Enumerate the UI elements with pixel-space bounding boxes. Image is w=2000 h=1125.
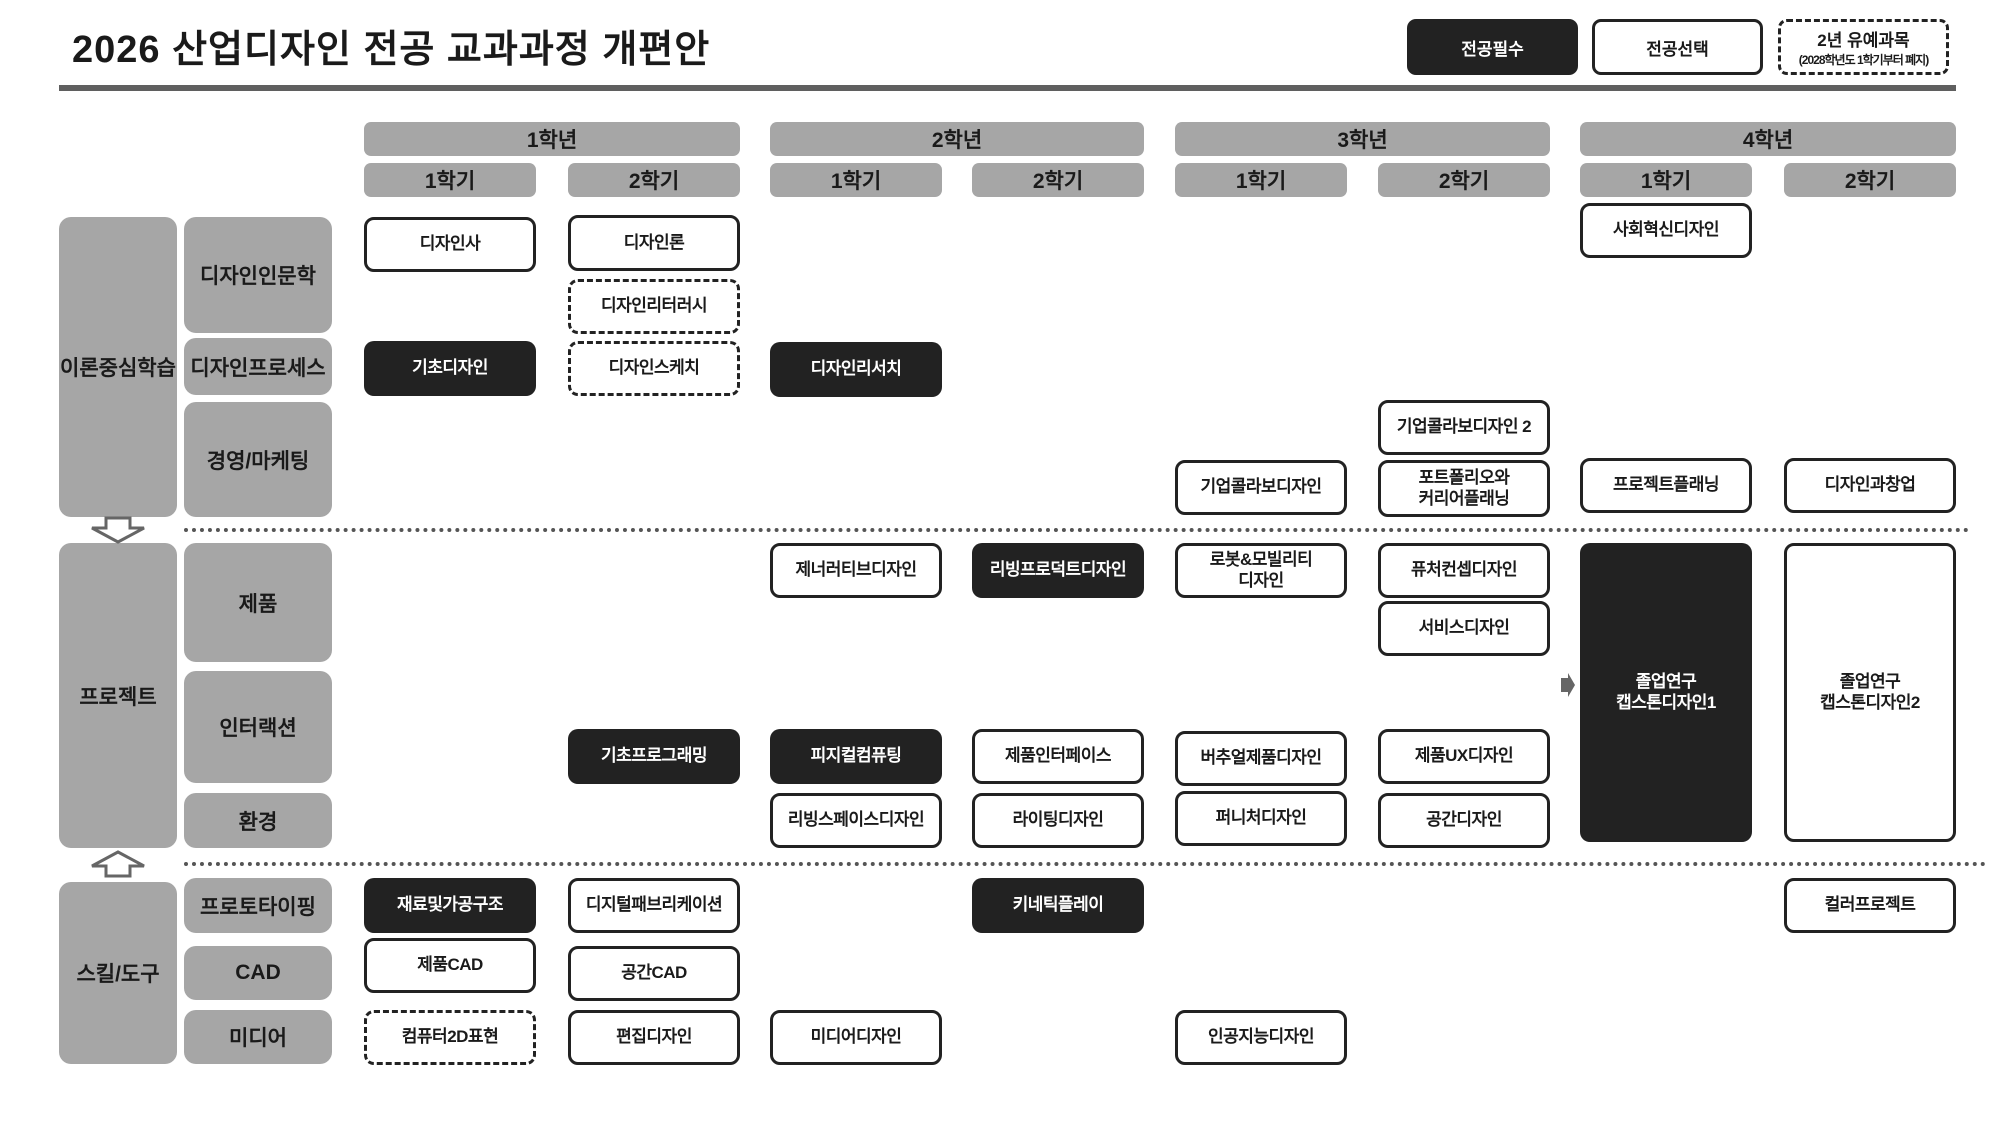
course-box[interactable]: 제너러티브디자인 — [770, 543, 942, 598]
course-box[interactable]: 라이팅디자인 — [972, 793, 1144, 848]
subcategory-design-process: 디자인프로세스 — [184, 338, 332, 395]
course-box[interactable]: 리빙스페이스디자인 — [770, 793, 942, 848]
legend-elective: 전공선택 — [1592, 19, 1763, 75]
category-theory: 이론중심학습 — [59, 217, 177, 517]
category-project: 프로젝트 — [59, 543, 177, 848]
semester-header: 2학기 — [568, 163, 740, 197]
course-box[interactable]: 기업콜라보디자인 2 — [1378, 400, 1550, 455]
subcategory-management-marketing: 경영/마케팅 — [184, 402, 332, 517]
course-box[interactable]: 디자인과창업 — [1784, 458, 1956, 513]
course-box[interactable]: 컴퓨터2D표현 — [364, 1010, 536, 1065]
course-box[interactable]: 서비스디자인 — [1378, 601, 1550, 656]
course-box[interactable]: 편집디자인 — [568, 1010, 740, 1065]
subcategory-prototyping: 프로토타이핑 — [184, 878, 332, 933]
arrow-up-icon — [91, 850, 145, 878]
year-header-1: 1학년 — [364, 122, 740, 156]
course-box[interactable]: 컬러프로젝트 — [1784, 878, 1956, 933]
semester-header: 1학기 — [364, 163, 536, 197]
course-box[interactable]: 포트폴리오와 커리어플래닝 — [1378, 460, 1550, 517]
course-box[interactable]: 인공지능디자인 — [1175, 1010, 1347, 1065]
course-box[interactable]: 제품CAD — [364, 938, 536, 993]
semester-header: 2학기 — [972, 163, 1144, 197]
header-divider — [59, 85, 1956, 91]
course-box[interactable]: 디지털패브리케이션 — [568, 878, 740, 933]
course-box[interactable]: 기초프로그래밍 — [568, 729, 740, 784]
course-box[interactable]: 로봇&모빌리티 디자인 — [1175, 543, 1347, 598]
course-box[interactable]: 리빙프로덕트디자인 — [972, 543, 1144, 598]
semester-header: 1학기 — [1580, 163, 1752, 197]
course-box[interactable]: 디자인론 — [568, 215, 740, 271]
course-box[interactable]: 미디어디자인 — [770, 1010, 942, 1065]
section-divider — [184, 862, 1987, 866]
course-box[interactable]: 디자인리터러시 — [568, 279, 740, 334]
course-box[interactable]: 재료및가공구조 — [364, 878, 536, 933]
legend-required: 전공필수 — [1407, 19, 1578, 75]
course-box[interactable]: 제품인터페이스 — [972, 729, 1144, 784]
semester-header: 2학기 — [1784, 163, 1956, 197]
legend-required-label: 전공필수 — [1461, 39, 1524, 59]
subcategory-design-humanities: 디자인인문학 — [184, 217, 332, 333]
course-box[interactable]: 디자인스케치 — [568, 341, 740, 396]
course-box[interactable]: 공간CAD — [568, 946, 740, 1001]
legend-deferred-label: 2년 유예과목 — [1817, 31, 1910, 50]
course-box[interactable]: 사회혁신디자인 — [1580, 203, 1752, 258]
course-box[interactable]: 디자인사 — [364, 217, 536, 272]
page-title: 2026 산업디자인 전공 교과과정 개편안 — [72, 29, 711, 71]
course-box[interactable]: 퍼니처디자인 — [1175, 791, 1347, 846]
subcategory-media: 미디어 — [184, 1010, 332, 1064]
course-box[interactable]: 제품UX디자인 — [1378, 729, 1550, 784]
course-box[interactable]: 기업콜라보디자인 — [1175, 460, 1347, 515]
legend-deferred: 2년 유예과목 (2028학년도 1학기부터 폐지) — [1778, 19, 1949, 75]
subcategory-cad: CAD — [184, 946, 332, 1000]
course-box[interactable]: 퓨처컨셉디자인 — [1378, 543, 1550, 598]
year-header-4: 4학년 — [1580, 122, 1956, 156]
semester-header: 1학기 — [770, 163, 942, 197]
course-box[interactable]: 피지컬컴퓨팅 — [770, 729, 942, 784]
year-header-2: 2학년 — [770, 122, 1144, 156]
course-box[interactable]: 프로젝트플래닝 — [1580, 458, 1752, 513]
section-divider — [184, 528, 1970, 532]
course-box[interactable]: 공간디자인 — [1378, 793, 1550, 848]
course-box[interactable]: 디자인리서치 — [770, 342, 942, 397]
subcategory-environment: 환경 — [184, 793, 332, 848]
legend-elective-label: 전공선택 — [1646, 39, 1709, 59]
course-box-capstone[interactable]: 졸업연구 캡스톤디자인2 — [1784, 543, 1956, 842]
subcategory-interaction: 인터랙션 — [184, 671, 332, 783]
semester-header: 1학기 — [1175, 163, 1347, 197]
course-box-capstone[interactable]: 졸업연구 캡스톤디자인1 — [1580, 543, 1752, 842]
arrow-down-icon — [91, 516, 145, 544]
subcategory-product: 제품 — [184, 543, 332, 662]
course-box[interactable]: 버추얼제품디자인 — [1175, 731, 1347, 786]
legend-deferred-note: (2028학년도 1학기부터 폐지) — [1798, 53, 1929, 67]
category-skills-tools: 스킬/도구 — [59, 882, 177, 1064]
semester-header: 2학기 — [1378, 163, 1550, 197]
arrow-right-icon — [1561, 673, 1575, 697]
course-box[interactable]: 기초디자인 — [364, 341, 536, 396]
course-box[interactable]: 키네틱플레이 — [972, 878, 1144, 933]
year-header-3: 3학년 — [1175, 122, 1550, 156]
